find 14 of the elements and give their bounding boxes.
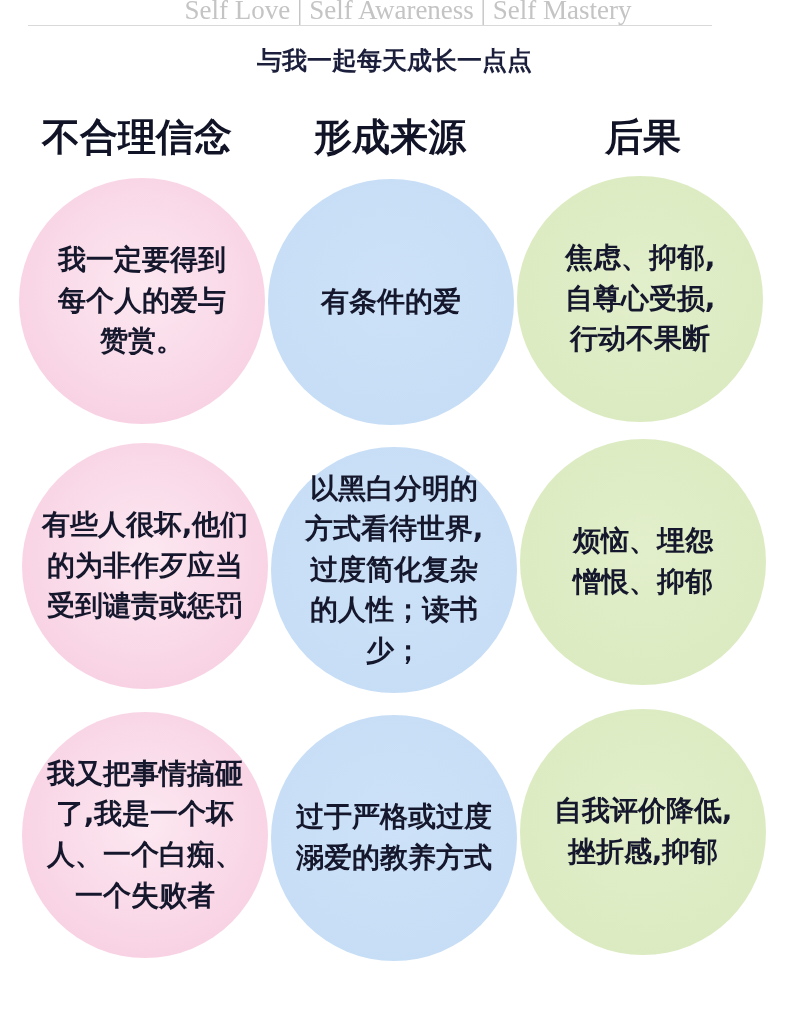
circle-text: 我一定要得到每个人的爱与赞赏。 <box>58 242 226 360</box>
column-header: 形成来源 <box>314 115 466 160</box>
circle-text: 以黑白分明的方式看待世界,过度简化复杂的人性；读书少； <box>303 470 485 669</box>
column-header: 不合理信念 <box>42 115 232 160</box>
circle-text: 有些人很坏,他们的为非作歹应当受到谴责或惩罚 <box>41 507 249 625</box>
circle-text: 过于严格或过度溺爱的教养方式 <box>295 799 493 876</box>
circle-text: 我又把事情搞砸了,我是一个坏人、一个白痴、一个失败者 <box>45 755 244 914</box>
column-header: 后果 <box>605 115 681 160</box>
subtitle: 与我一起每天成长一点点 <box>256 45 532 77</box>
circle-text: 自我评价降低,挫折感,抑郁 <box>552 793 734 870</box>
tagline: Self Love | Self Awareness | Self Mastery <box>184 0 632 24</box>
circle-text: 有条件的爱 <box>319 283 462 320</box>
circle-text: 焦虑、抑郁,自尊心受损,行动不果断 <box>563 240 717 358</box>
circle-text: 烦恼、埋怨憎恨、抑郁 <box>571 523 714 600</box>
